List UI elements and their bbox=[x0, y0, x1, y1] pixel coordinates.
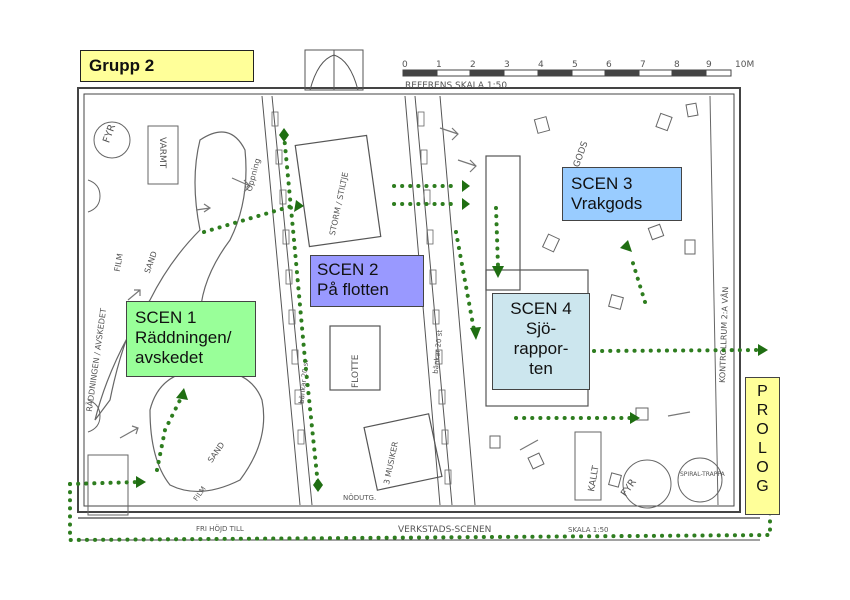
label-kallt: KALLT bbox=[587, 465, 601, 493]
scene-1-title: SCEN 1 bbox=[135, 308, 197, 327]
prolog-box: P R O L O G bbox=[745, 377, 780, 515]
arrowhead bbox=[492, 266, 504, 278]
label-nodutg: NÖDUTG. bbox=[343, 493, 376, 502]
path-scen1-scen2 bbox=[202, 204, 294, 234]
label-spiraltrappa: SPIRAL-TRAPPA bbox=[680, 471, 726, 478]
diamond-marker bbox=[313, 478, 323, 492]
scale-tick: 9 bbox=[706, 60, 712, 70]
arrowhead bbox=[136, 476, 146, 488]
label-fyr-top: FYR bbox=[101, 123, 118, 144]
label-sand-bottom: SAND bbox=[206, 441, 226, 465]
label-musiker: 3 MUSIKER bbox=[382, 440, 400, 485]
label-flotte: FLOTTE bbox=[351, 354, 361, 388]
prolog-letter: O bbox=[756, 459, 769, 476]
arrowhead bbox=[462, 180, 470, 192]
arrowhead bbox=[294, 200, 304, 212]
arrowhead bbox=[176, 388, 188, 400]
path-scen1-up bbox=[155, 398, 182, 472]
path-scen2-scen4 bbox=[454, 230, 476, 332]
scale-tick: 7 bbox=[640, 60, 646, 70]
prolog-letter: P bbox=[757, 383, 768, 400]
scale-label: REFERENS SKALA 1:50 bbox=[405, 81, 507, 91]
path-entry-scen1 bbox=[68, 480, 140, 486]
path-prolog-bottom bbox=[68, 482, 772, 543]
arrowhead bbox=[620, 240, 632, 252]
bench-marks bbox=[271, 111, 452, 485]
scene-4-subtitle: Sjö- rappor- ten bbox=[513, 319, 569, 378]
prolog-letter: O bbox=[756, 421, 769, 438]
prolog-letter: L bbox=[758, 440, 767, 457]
scale-bar bbox=[402, 69, 732, 77]
scene-4-box: SCEN 4 Sjö- rappor- ten bbox=[492, 293, 590, 390]
label-fri-hojd: FRI HÖJD TILL bbox=[196, 524, 244, 533]
label-bankar-left: bänkar 20 st bbox=[298, 359, 311, 404]
arrowhead bbox=[630, 412, 640, 424]
scene-3-subtitle: Vrakgods bbox=[571, 194, 643, 213]
scale-tick: 4 bbox=[538, 60, 544, 70]
scene-4-title: SCEN 4 bbox=[510, 299, 572, 318]
scale-tick: 1 bbox=[436, 60, 442, 70]
bench-rows bbox=[261, 95, 476, 506]
scattered-debris bbox=[489, 102, 699, 488]
scene-3-title: SCEN 3 bbox=[571, 174, 633, 193]
label-fyr-bottom: FYR bbox=[619, 477, 639, 499]
path-scen4-prolog bbox=[592, 348, 762, 353]
path-scen3-down bbox=[630, 258, 647, 304]
scene-2-subtitle: På flotten bbox=[317, 280, 389, 299]
scene-2-box: SCEN 2 På flotten bbox=[310, 255, 424, 307]
label-varmt: VARMT bbox=[157, 137, 167, 169]
scale-tick: 10M bbox=[735, 60, 754, 70]
scale-tick: 6 bbox=[606, 60, 612, 70]
arrowhead bbox=[470, 327, 481, 340]
path-arrowheads bbox=[136, 128, 768, 492]
scene-1-box: SCEN 1 Räddningen/ avskedet bbox=[126, 301, 256, 377]
actor-paths bbox=[68, 133, 772, 543]
scale-tick: 3 bbox=[504, 60, 510, 70]
scale-tick: 0 bbox=[402, 60, 408, 70]
sketch-arrows bbox=[119, 127, 691, 451]
top-door bbox=[304, 49, 364, 91]
label-film-bottom: FILM bbox=[192, 485, 208, 503]
scale-tick: 8 bbox=[674, 60, 680, 70]
label-kontrollrum: KONTROLLRUM 2:A VÅN bbox=[716, 286, 730, 383]
label-vrakgods: GODS bbox=[572, 140, 591, 169]
prolog-letter: R bbox=[756, 402, 769, 419]
prolog-letter: G bbox=[756, 478, 769, 495]
diamond-marker bbox=[279, 128, 289, 142]
scale-tick: 5 bbox=[572, 60, 578, 70]
label-skala: SKALA 1:50 bbox=[568, 526, 609, 534]
label-storm-stiltje: STORM / STILTJE bbox=[328, 171, 350, 236]
path-vrak-down bbox=[494, 206, 500, 268]
arrowhead bbox=[462, 198, 470, 210]
sketch-objects bbox=[87, 95, 723, 516]
label-raddningen: RÄDDNINGEN / AVSKEDET bbox=[84, 307, 108, 412]
label-film-left: FILM bbox=[113, 253, 125, 273]
scene-1-subtitle: Räddningen/ avskedet bbox=[135, 328, 232, 367]
scene-2-title: SCEN 2 bbox=[317, 260, 379, 279]
label-verkstads-scenen: VERKSTADS-SCENEN bbox=[398, 525, 491, 535]
scale-tick: 2 bbox=[470, 60, 476, 70]
group-label: Grupp 2 bbox=[80, 50, 254, 82]
scale-ticks: 0 1 2 3 4 5 6 7 8 9 10M bbox=[402, 60, 754, 70]
building-walls bbox=[77, 87, 760, 541]
scene-3-box: SCEN 3 Vrakgods bbox=[562, 167, 682, 221]
label-sand-top: SAND bbox=[143, 250, 159, 275]
arrowhead bbox=[758, 344, 768, 356]
